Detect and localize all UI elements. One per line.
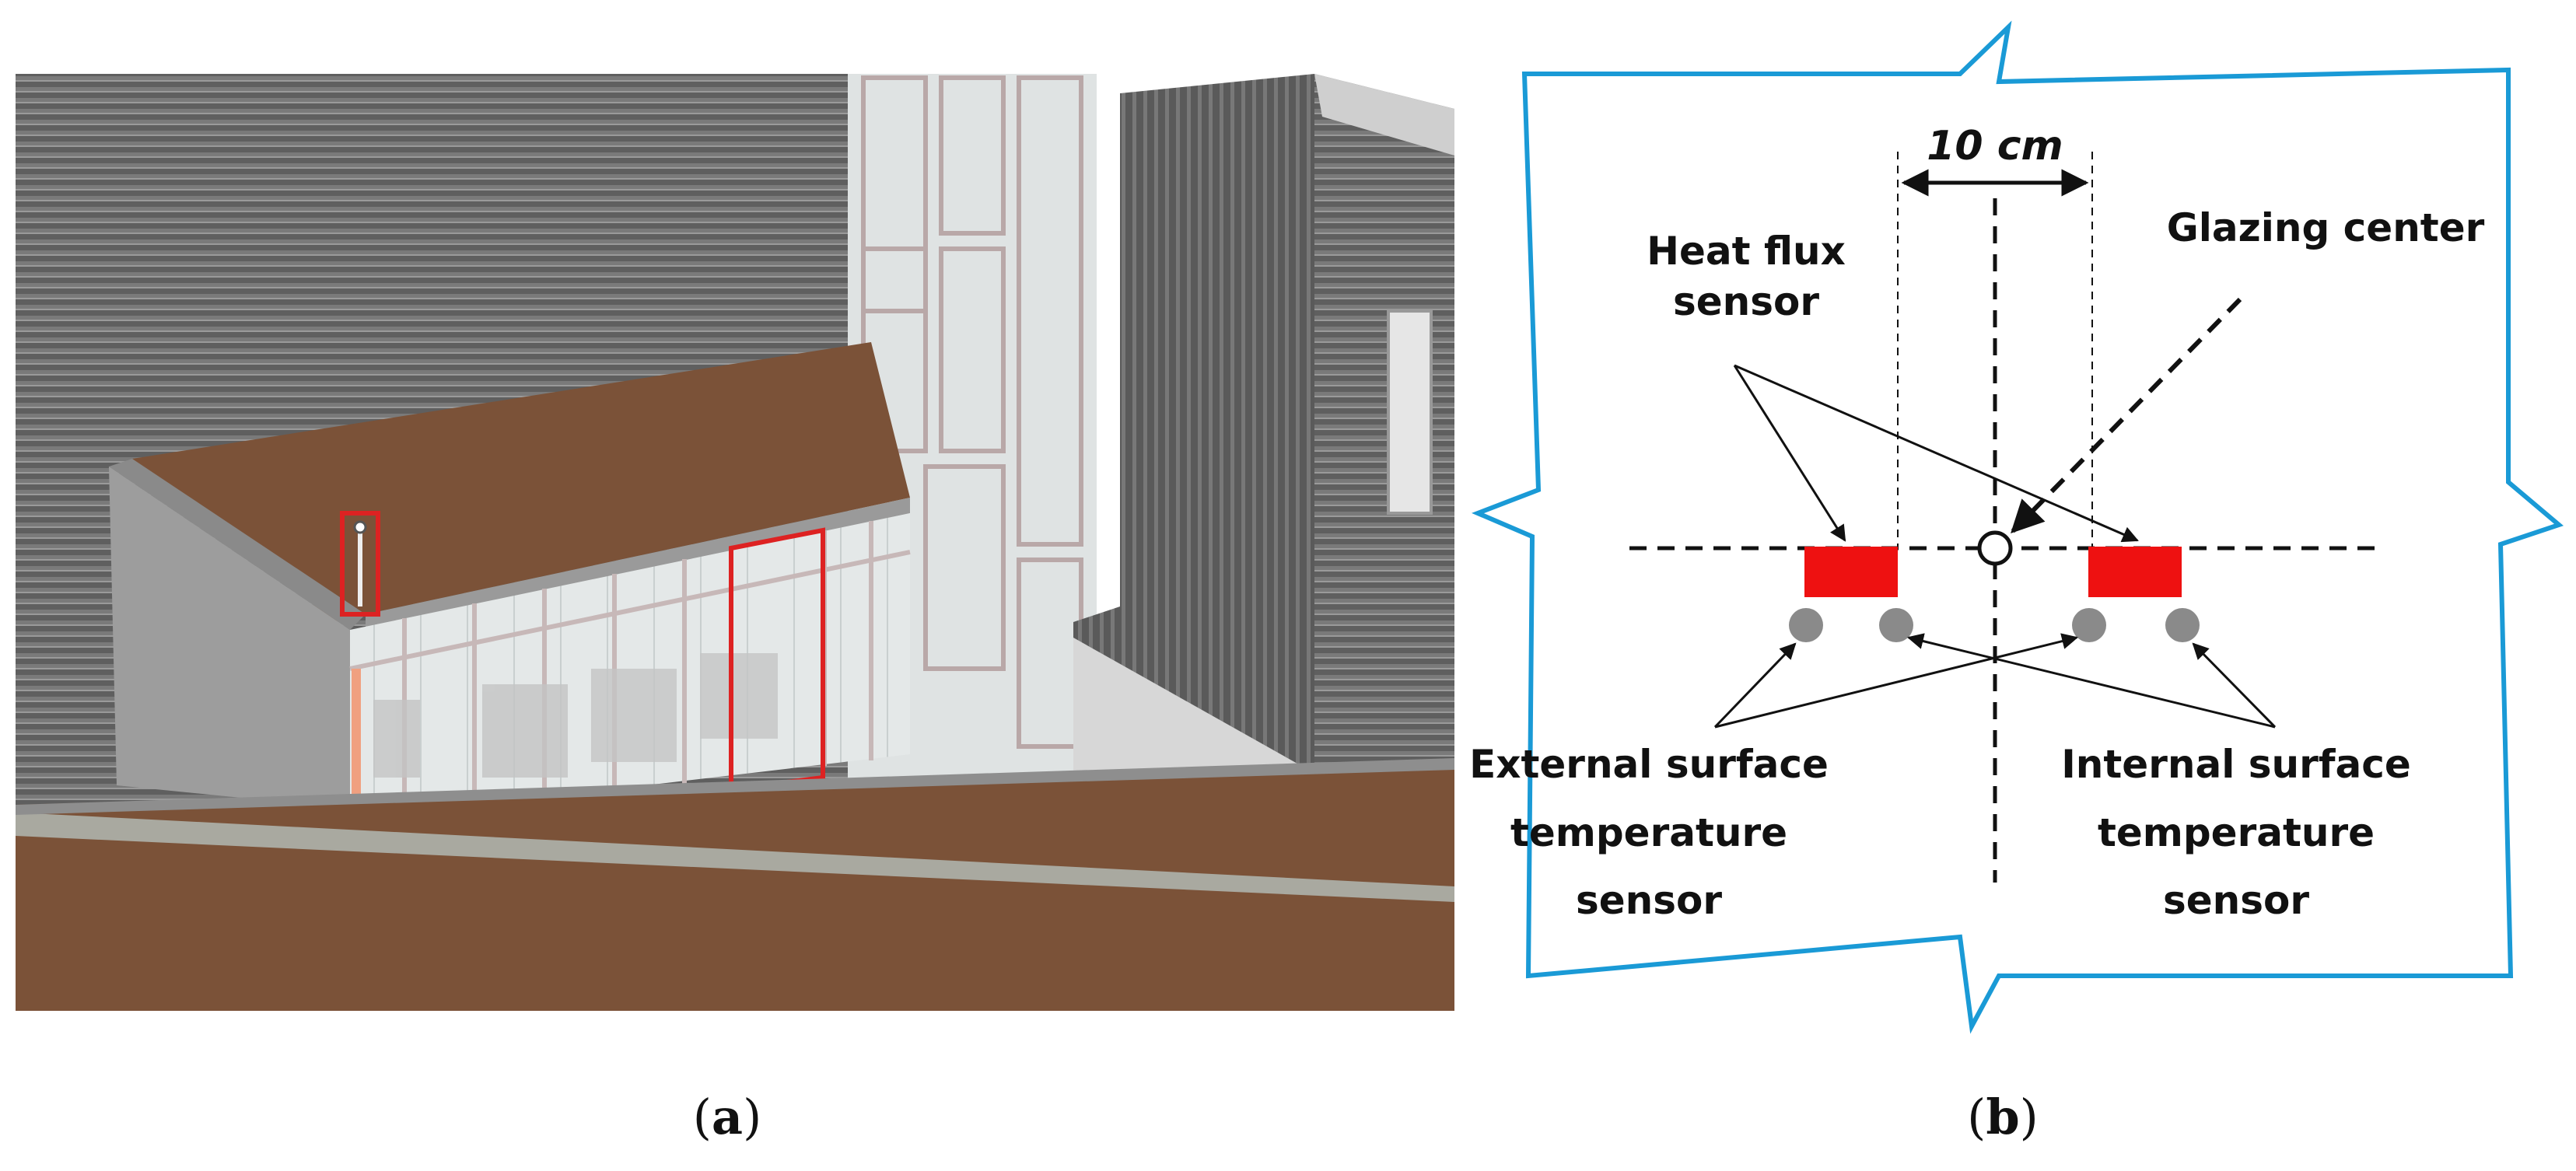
external-temp-sensor-right: [2072, 608, 2106, 642]
roof-slab: [132, 342, 910, 622]
concrete-wall: [109, 467, 350, 809]
heat-flux-sensor-right: [2088, 547, 2182, 597]
external-arrow-right: [1714, 633, 2079, 729]
glazing-center-icon: [1977, 530, 2013, 566]
glazing-frame: [1472, 20, 2564, 1034]
panel-a-building-model: (a): [16, 74, 1454, 1145]
ground: [16, 762, 1454, 1011]
glazing-center-pointer: [2011, 297, 2242, 533]
internal-arrow-right: [2192, 642, 2277, 729]
external-temp-sensor-left: [1789, 608, 1823, 642]
heat-flux-sensor-left: [1804, 547, 1898, 597]
sensor-marker-highlight: [340, 511, 380, 617]
heat-flux-label-line1: Heat flux: [1647, 229, 1846, 274]
sensor-layout-diagram: 10 cm Glazing center Heat flux sensor Ex…: [1469, 20, 2564, 1034]
heat-flux-label-line2: sensor: [1673, 279, 1819, 324]
side-window: [1387, 309, 1433, 515]
internal-arrow-left: [1906, 633, 2276, 729]
external-arrow-left: [1713, 642, 1797, 729]
heat-flux-arrow-right: [1734, 364, 2139, 543]
dimension-label: 10 cm: [1927, 123, 2063, 170]
sensor-pole-icon: [353, 520, 367, 534]
internal-label-line1: Internal surface: [2061, 742, 2411, 787]
internal-label-line3: sensor: [2163, 878, 2309, 923]
caption-a: (a): [692, 1089, 762, 1145]
internal-temp-sensor-right: [2165, 608, 2200, 642]
external-label-line3: sensor: [1576, 878, 1722, 923]
heat-flux-arrow-left: [1733, 365, 1846, 542]
highlighted-window: [729, 527, 825, 792]
external-label-line2: temperature: [1510, 810, 1787, 855]
right-building-wall: [1073, 74, 1314, 793]
internal-temp-sensor-left: [1879, 608, 1913, 642]
external-label-line1: External surface: [1469, 742, 1829, 787]
caption-b: (b): [1967, 1089, 2039, 1145]
building-render: [16, 74, 1454, 1011]
internal-label-line2: temperature: [2098, 810, 2375, 855]
panel-b-sensor-diagram: 10 cm Glazing center Heat flux sensor Ex…: [1454, 0, 2576, 1171]
glazing-center-label: Glazing center: [2167, 205, 2485, 250]
